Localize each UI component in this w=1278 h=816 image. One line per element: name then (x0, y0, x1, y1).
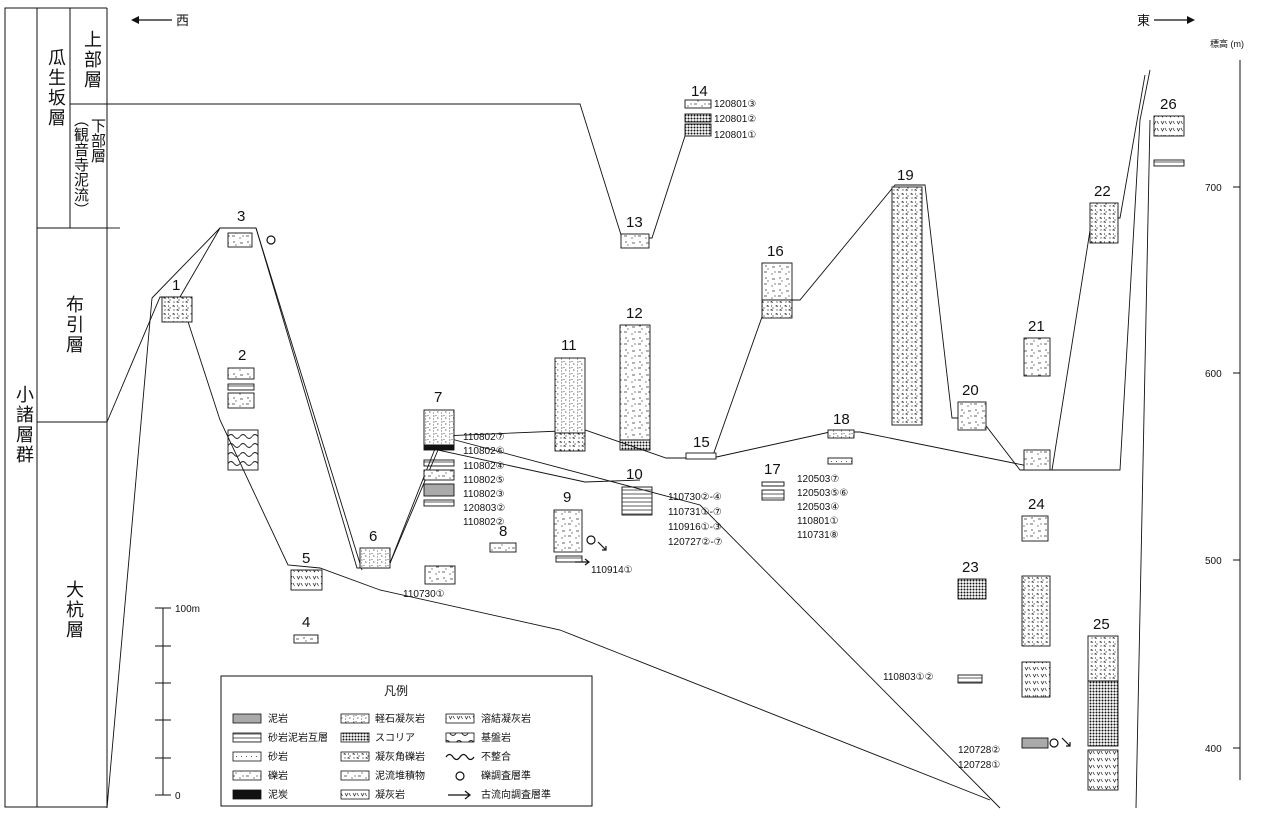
column-number-13: 13 (626, 214, 643, 231)
legend-label: 凝灰角礫岩 (375, 750, 425, 763)
scale-top-label: 100m (175, 604, 200, 615)
column-number-18: 18 (833, 411, 850, 428)
column-number-17: 17 (764, 461, 781, 478)
column-number-10: 10 (626, 466, 643, 483)
legend-label: 基盤岩 (481, 731, 511, 744)
legend-title: 凡例 (384, 684, 408, 698)
legend-label: 凝灰岩 (375, 788, 405, 801)
column-number-5: 5 (302, 550, 310, 567)
sample-label: 120503④ (797, 502, 839, 513)
column-number-9: 9 (563, 489, 571, 506)
legend-label: 礫岩 (268, 769, 288, 782)
legend-label: 古流向調査層準 (481, 788, 551, 801)
formation-nunobiki-label: 布引層 (60, 295, 86, 355)
sample-label: 110802④ (463, 461, 505, 472)
sample-label: 110916①-③ (668, 522, 722, 533)
gravel-survey-marker (267, 236, 275, 244)
sample-label: 110730① (403, 589, 445, 600)
column-number-24: 24 (1028, 496, 1045, 513)
column-number-26: 26 (1160, 96, 1177, 113)
elev-tick-400: 400 (1205, 744, 1222, 755)
column-number-23: 23 (962, 559, 979, 576)
legend-label: 不整合 (481, 750, 511, 763)
elevation-axis: 400 500 600 700 標高 (m) (1205, 38, 1244, 780)
column-number-11: 11 (561, 337, 577, 354)
east-label: 東 (1137, 13, 1150, 28)
gravel-survey-marker (1050, 739, 1058, 747)
sample-label: 110802② (463, 517, 505, 528)
sample-label: 110731①-⑦ (668, 507, 722, 518)
scale-bottom-label: 0 (175, 791, 181, 802)
west-arrow (131, 16, 172, 24)
legend-label: 砂岩泥岩互層 (268, 731, 328, 744)
legend-label: 泥岩 (268, 712, 288, 725)
sample-label: 120727②-⑦ (668, 537, 723, 548)
legend-label: 溶結凝灰岩 (481, 712, 531, 725)
sample-label: 120728② (958, 745, 1000, 756)
column-number-3: 3 (237, 208, 245, 225)
group-label: 小諸層群 (10, 385, 36, 465)
sample-label: 110802⑤ (463, 475, 505, 486)
sample-label: 110731⑧ (797, 530, 839, 541)
sample-label: 120503⑤⑥ (797, 488, 848, 499)
legend-label: スコリア (375, 733, 415, 744)
legend-label: 軽石凝灰岩 (375, 712, 425, 725)
column-number-7: 7 (434, 389, 442, 406)
legend-label: 砂岩 (268, 750, 288, 763)
paleocurrent-arrow (598, 542, 606, 550)
column-number-4: 4 (302, 614, 310, 631)
column-number-22: 22 (1094, 183, 1111, 200)
sample-label: 120801① (714, 130, 756, 141)
sample-label: 120801③ (714, 99, 756, 110)
sample-label: 110730②-④ (668, 492, 722, 503)
paleocurrent-arrow (1062, 738, 1070, 746)
elevation-axis-label: 標高 (m) (1210, 38, 1244, 49)
member-upper-label: 上部層 (78, 30, 104, 90)
sample-label: 110914① (591, 565, 633, 576)
sample-label: 110802③ (463, 489, 505, 500)
east-arrow (1154, 16, 1195, 24)
sample-label: 120803② (463, 503, 505, 514)
sample-label: 120503⑦ (797, 474, 839, 485)
sample-label: 110803①② (883, 672, 934, 683)
legend: 凡例 泥岩 砂岩泥岩互層 砂岩 礫岩 泥炭 軽石凝灰岩 スコリア 凝灰角礫岩 泥… (221, 676, 592, 806)
column-number-1: 1 (172, 277, 180, 294)
column-number-6: 6 (369, 528, 377, 545)
member-lower-sub-label: （観音寺泥流） (71, 112, 92, 217)
column-number-19: 19 (897, 167, 914, 184)
column-number-15: 15 (693, 434, 710, 451)
elev-tick-700: 700 (1205, 183, 1222, 194)
column-number-2: 2 (238, 347, 246, 364)
sample-label: 110802⑦ (463, 432, 505, 443)
scale-bar (155, 608, 171, 795)
column-number-25: 25 (1093, 616, 1110, 633)
west-label: 西 (176, 13, 189, 28)
sample-label: 110802⑥ (463, 446, 505, 457)
sample-label: 120728① (958, 760, 1000, 771)
sample-label: 110801① (797, 516, 839, 527)
gravel-survey-marker (587, 536, 595, 544)
column-number-14: 14 (691, 83, 708, 100)
sample-label: 120801② (714, 114, 756, 125)
column-number-20: 20 (962, 382, 979, 399)
legend-label: 礫調査層準 (481, 769, 531, 782)
legend-label: 泥炭 (268, 788, 288, 801)
legend-label: 泥流堆積物 (375, 769, 425, 782)
column-number-16: 16 (767, 243, 784, 260)
column-number-12: 12 (626, 305, 643, 322)
elev-tick-500: 500 (1205, 556, 1222, 567)
elev-tick-600: 600 (1205, 369, 1222, 380)
formation-uryu-label: 瓜生坂層 (42, 48, 68, 128)
formation-ookui-label: 大杭層 (60, 580, 86, 640)
column-number-21: 21 (1028, 318, 1045, 335)
